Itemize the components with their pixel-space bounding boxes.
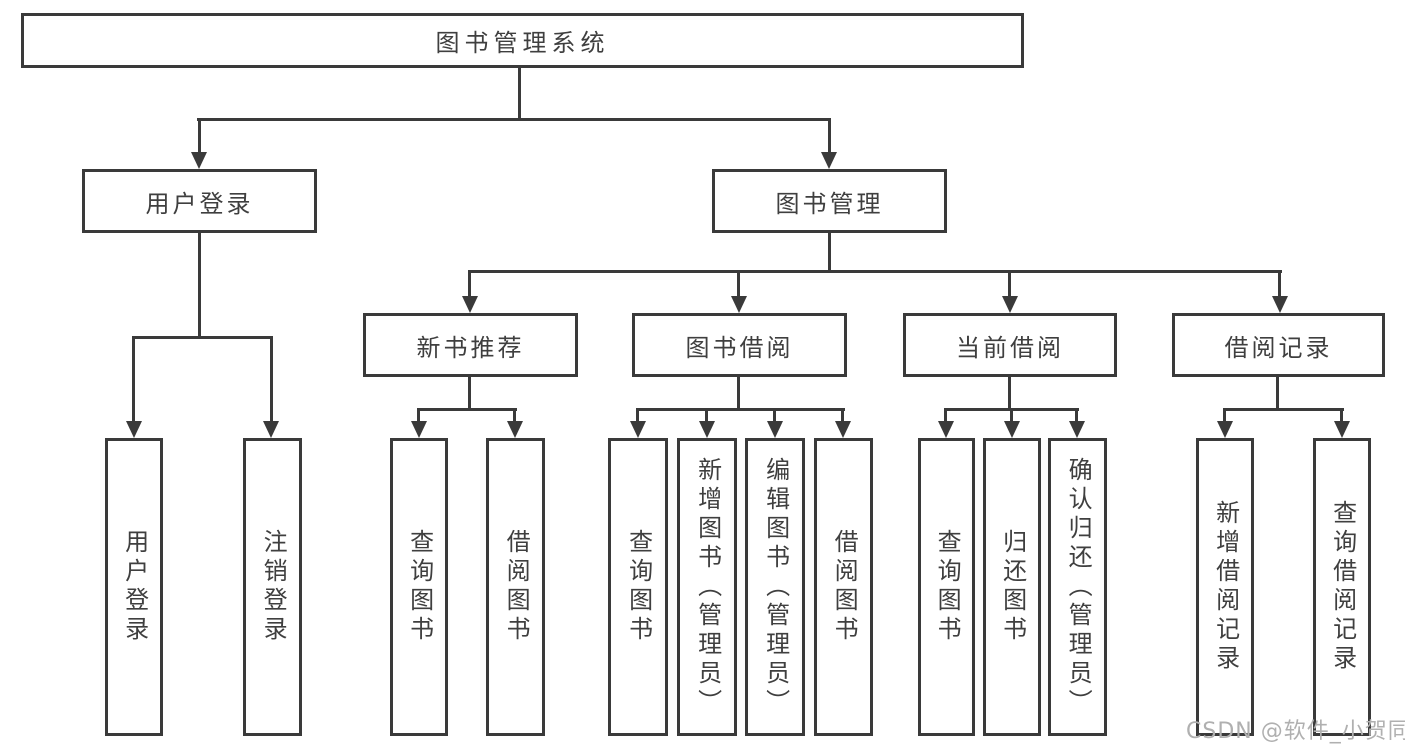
node-new-book-recommend: 新书推荐 <box>363 313 578 377</box>
connector-line <box>636 408 845 411</box>
connector-line <box>1010 408 1013 423</box>
leaf-user-login: 用户登录 <box>105 438 163 736</box>
node-label: 借阅图书 <box>502 529 531 645</box>
arrow-down-icon <box>411 421 427 438</box>
connector-line <box>828 233 831 273</box>
connector-line <box>417 408 517 411</box>
arrow-down-icon <box>126 421 142 438</box>
node-user-login: 用户登录 <box>82 169 317 233</box>
connector-line <box>944 408 947 423</box>
connector-line <box>468 270 1282 273</box>
node-label: 图书借阅 <box>685 333 794 362</box>
node-current-borrowing: 当前借阅 <box>903 313 1117 377</box>
arrow-down-icon <box>938 421 954 438</box>
node-label: 新增借阅记录 <box>1211 500 1240 674</box>
leaf-br-query-record: 查询借阅记录 <box>1313 438 1371 736</box>
connector-line <box>828 118 831 154</box>
node-label: 借阅图书 <box>830 529 859 645</box>
node-label: 新书推荐 <box>416 333 525 362</box>
connector-line <box>737 377 740 411</box>
arrow-down-icon <box>767 421 783 438</box>
node-label: 用户登录 <box>145 189 254 218</box>
arrow-down-icon <box>1002 296 1018 313</box>
node-book-management: 图书管理 <box>712 169 947 233</box>
connector-line <box>198 118 201 154</box>
arrow-down-icon <box>731 296 747 313</box>
leaf-bb-query-books: 查询图书 <box>608 438 668 736</box>
node-label: 新增图书（管理员） <box>693 456 722 718</box>
connector-line <box>1008 270 1011 298</box>
node-label: 归还图书 <box>998 529 1027 645</box>
arrow-down-icon <box>699 421 715 438</box>
connector-line <box>705 408 708 423</box>
node-label: 图书管理系统 <box>435 29 610 57</box>
connector-line <box>132 336 273 339</box>
node-label: 确认归还（管理员） <box>1064 456 1093 718</box>
leaf-rec-query-books: 查询图书 <box>390 438 448 736</box>
connector-line <box>468 270 471 298</box>
node-label: 注销登录 <box>259 529 288 645</box>
connector-line <box>468 377 471 411</box>
node-borrow-records: 借阅记录 <box>1172 313 1385 377</box>
node-label: 图书管理 <box>775 189 884 218</box>
connector-line <box>1223 408 1226 423</box>
connector-line <box>773 408 776 423</box>
node-label: 借阅记录 <box>1224 333 1333 362</box>
arrow-down-icon <box>263 421 279 438</box>
connector-line <box>513 408 516 423</box>
connector-line <box>132 336 135 423</box>
node-label: 当前借阅 <box>956 333 1064 362</box>
leaf-cb-return-books: 归还图书 <box>983 438 1041 736</box>
arrow-down-icon <box>1217 421 1233 438</box>
connector-line <box>1278 270 1281 298</box>
leaf-br-add-record: 新增借阅记录 <box>1196 438 1254 736</box>
connector-line <box>270 336 273 423</box>
leaf-bb-add-books-admin: 新增图书（管理员） <box>677 438 737 736</box>
connector-line <box>737 270 740 298</box>
node-label: 编辑图书（管理员） <box>761 456 790 718</box>
leaf-rec-borrow-books: 借阅图书 <box>486 438 545 736</box>
leaf-cb-query-books: 查询图书 <box>918 438 975 736</box>
arrow-down-icon <box>821 152 837 169</box>
leaf-logout: 注销登录 <box>243 438 302 736</box>
leaf-cb-confirm-return-admin: 确认归还（管理员） <box>1048 438 1107 736</box>
node-label: 查询图书 <box>933 529 962 645</box>
arrow-down-icon <box>1272 296 1288 313</box>
node-label: 用户登录 <box>120 529 149 645</box>
csdn-watermark: CSDN @软件_小贺同学 <box>1186 719 1405 744</box>
leaf-bb-borrow-books: 借阅图书 <box>814 438 873 736</box>
arrow-down-icon <box>1334 421 1350 438</box>
arrow-down-icon <box>507 421 523 438</box>
connector-line <box>1276 377 1279 411</box>
arrow-down-icon <box>1069 421 1085 438</box>
connector-line <box>198 232 201 339</box>
connector-line <box>1008 377 1011 411</box>
connector-line <box>1340 408 1343 423</box>
arrow-down-icon <box>462 296 478 313</box>
connector-line <box>1223 408 1344 411</box>
connector-line <box>417 408 420 423</box>
node-label: 查询图书 <box>624 529 653 645</box>
arrow-down-icon <box>1004 421 1020 438</box>
connector-line <box>1075 408 1078 423</box>
arrow-down-icon <box>835 421 851 438</box>
node-label: 查询图书 <box>405 529 434 645</box>
node-library-management-system: 图书管理系统 <box>21 13 1024 68</box>
arrow-down-icon <box>191 152 207 169</box>
node-book-borrowing: 图书借阅 <box>632 313 847 377</box>
connector-line <box>518 68 521 118</box>
connector-line <box>197 118 831 121</box>
connector-line <box>636 408 639 423</box>
leaf-bb-edit-books-admin: 编辑图书（管理员） <box>745 438 805 736</box>
arrow-down-icon <box>630 421 646 438</box>
connector-line <box>841 408 844 423</box>
node-label: 查询借阅记录 <box>1328 500 1357 674</box>
